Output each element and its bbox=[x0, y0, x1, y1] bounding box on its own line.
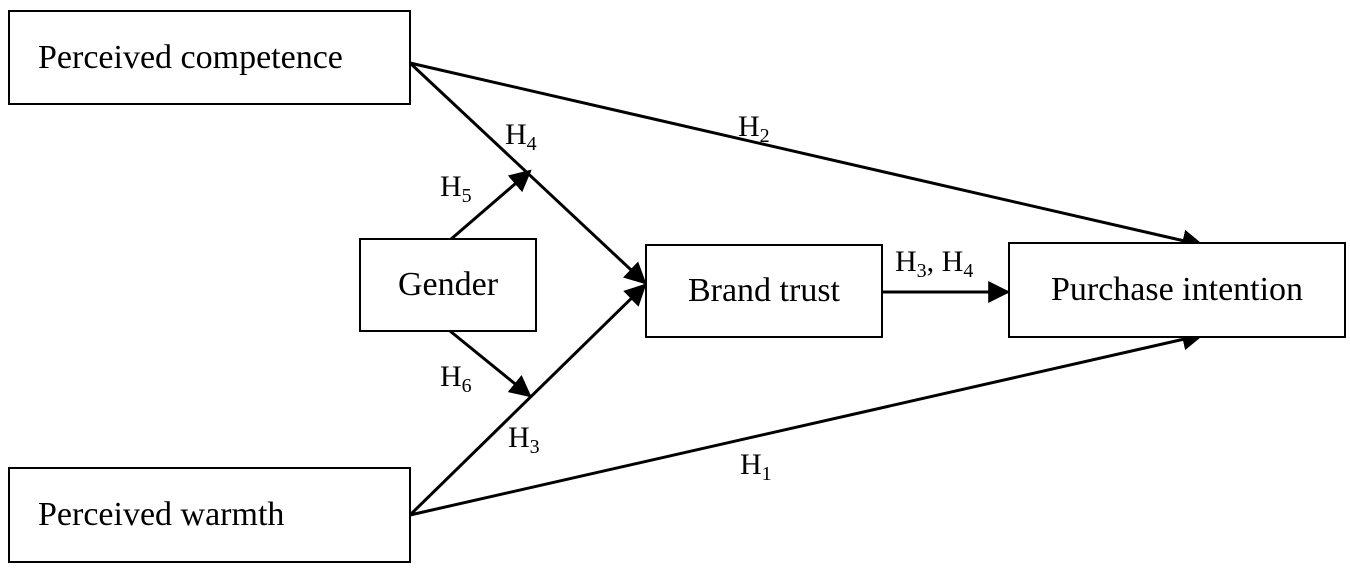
node-perceived-warmth: Perceived warmth bbox=[8, 467, 411, 563]
path-label-h6: H6 bbox=[440, 360, 472, 397]
path-label-h1: H1 bbox=[740, 448, 772, 485]
node-perceived-competence-label: Perceived competence bbox=[38, 38, 343, 76]
node-purchase-intention-label: Purchase intention bbox=[1050, 271, 1304, 308]
node-purchase-intention: Purchase intention bbox=[1008, 242, 1346, 338]
arrow-gender-moderation-h6 bbox=[449, 329, 532, 398]
node-gender: Gender bbox=[359, 238, 537, 332]
node-perceived-competence: Perceived competence bbox=[8, 10, 411, 105]
path-label-h5: H5 bbox=[440, 170, 472, 207]
path-label-h2: H2 bbox=[738, 110, 770, 147]
arrow-competence-to-intention bbox=[409, 61, 1205, 252]
node-perceived-warmth-label: Perceived warmth bbox=[38, 496, 285, 533]
path-label-h3: H3 bbox=[508, 421, 540, 458]
path-label-h3-h4: H3, H4 bbox=[895, 245, 974, 282]
path-label-h4: H4 bbox=[505, 118, 537, 155]
arrow-warmth-to-intention bbox=[409, 328, 1205, 517]
node-brand-trust: Brand trust bbox=[645, 244, 883, 338]
node-gender-label: Gender bbox=[397, 266, 499, 303]
arrow-gender-moderation-h5 bbox=[449, 169, 532, 242]
arrow-warmth-to-trust bbox=[408, 283, 647, 517]
node-brand-trust-label: Brand trust bbox=[687, 272, 841, 309]
